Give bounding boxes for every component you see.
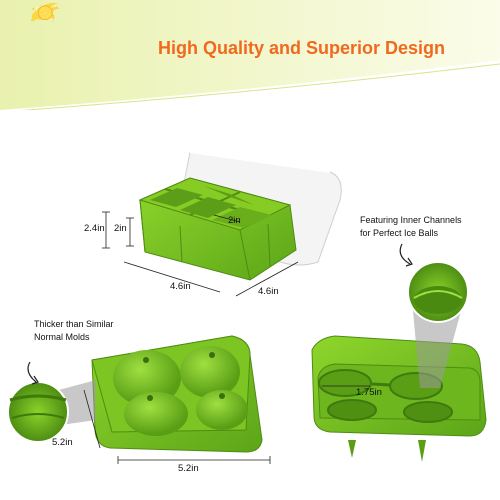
thicker-callout-line1: Thicker than Similar (34, 319, 114, 329)
inner-channels-callout-line1: Featuring Inner Channels (360, 215, 462, 225)
header-banner (0, 0, 500, 110)
tray-height-inner-label: 2in (114, 223, 127, 234)
channel-zoom-callout (407, 261, 469, 388)
sphere-tray-depth-label: 5.2in (52, 437, 73, 448)
thickness-zoom-callout (7, 380, 96, 443)
sphere-tray-image (91, 335, 263, 453)
tray-height-outer-label: 2.4in (84, 223, 105, 234)
sphere-diameter-label: 1.75in (356, 387, 382, 398)
lemon-splash-icon (30, 2, 60, 22)
tray-width-label: 4.6in (170, 281, 191, 292)
cube-size-label: 2in (228, 215, 241, 226)
channel-tray-image (311, 335, 487, 462)
cube-tray-image (138, 151, 342, 281)
thicker-callout-line2: Normal Molds (34, 332, 90, 342)
tray-depth-label: 4.6in (258, 286, 279, 297)
sphere-tray-width-label: 5.2in (178, 463, 199, 474)
page-title: High Quality and Superior Design (158, 38, 446, 58)
inner-channels-callout-line2: for Perfect Ice Balls (360, 228, 439, 238)
